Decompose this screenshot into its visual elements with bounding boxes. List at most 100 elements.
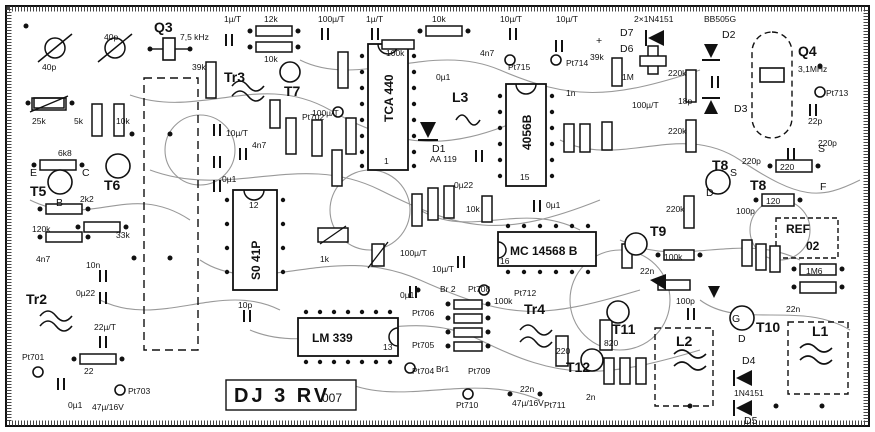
label-pt711: Pt711 (544, 400, 566, 410)
label-r120: 120 (766, 196, 780, 206)
ic-4056b-label: 4056B (520, 114, 534, 150)
label-c10u-d: 10µ/T (432, 264, 454, 274)
label-d1: D1 (432, 143, 446, 155)
label-l1: L1 (812, 323, 829, 339)
label-pt714: Pt714 (566, 58, 588, 68)
label-t8-b: T8 (750, 177, 767, 193)
label-d-a: D (706, 187, 714, 199)
label-l2: L2 (676, 333, 693, 349)
label-tr2: Tr2 (26, 291, 47, 307)
label-r25k: 25k (32, 116, 46, 126)
label-r100k-b: 100k (664, 252, 683, 262)
label-c22u: 22µ/T (94, 322, 116, 332)
ic-so41p: S0 41P 12 (224, 189, 286, 291)
label-c0u1-b: 0µ1 (436, 72, 451, 82)
board-id-suffix: 007 (322, 391, 342, 405)
label-c22n-c: 22n (786, 304, 800, 314)
labels: Tr3 Tr2 Tr4 T5 T6 T7 T8 T8 T9 T10 T11 T1… (22, 14, 848, 427)
ref-label: REF (786, 222, 810, 236)
ic-lm339: LM 339 13 (297, 309, 399, 365)
ic-4056b-pin15: 15 (520, 172, 530, 182)
ic-lm339-label: LM 339 (312, 331, 353, 345)
label-d4-type: 1N4151 (734, 388, 764, 398)
label-tr4: Tr4 (524, 301, 545, 317)
label-r220k-b: 220k (668, 126, 687, 136)
label-br1: Br1 (436, 364, 450, 374)
label-c220p-a: 220p (742, 156, 761, 166)
label-c100p-b: 100p (736, 206, 755, 216)
label-r220k-c: 220k (666, 204, 685, 214)
label-plus: + (596, 35, 602, 47)
label-c10u-c: 10µ/T (226, 128, 248, 138)
label-c10p: 10p (238, 300, 252, 310)
ic-so41p-label: S0 41P (249, 241, 263, 280)
label-c40p-a: 40p (42, 62, 56, 72)
label-pt712: Pt712 (514, 288, 536, 298)
transistor-bodies (47, 61, 755, 372)
crystal-q3-label: Q3 (154, 19, 173, 35)
ref-number: 02 (806, 239, 820, 253)
ic-mc14568b-pin16: 16 (500, 256, 510, 266)
label-c10u-b: 10µ/T (556, 14, 578, 24)
label-r120k: 120k (32, 224, 51, 234)
label-c0u1-c: 0µ1 (546, 200, 561, 210)
ic-lm339-pin13: 13 (383, 342, 393, 352)
label-c2n: 2n (586, 392, 596, 402)
label-d1-type: AA 119 (430, 154, 457, 164)
label-d4: D4 (742, 355, 756, 367)
label-r10k-a: 10k (264, 54, 278, 64)
label-r100k-c: 100k (494, 296, 513, 306)
ref-module-outline (775, 217, 839, 259)
label-c4n7-b: 4n7 (252, 140, 266, 150)
label-pt713: Pt713 (826, 88, 848, 98)
label-s-b: S (818, 143, 825, 155)
label-t12: T12 (566, 359, 590, 375)
diodes (418, 30, 752, 416)
label-c4n7-c: 4n7 (36, 254, 50, 264)
label-g: G (732, 313, 740, 325)
label-c0u22-a: 0µ22 (76, 288, 95, 298)
label-r10k-b: 10k (432, 14, 446, 24)
label-tr3: Tr3 (224, 69, 245, 85)
label-r820: 820 (604, 338, 618, 348)
label-t8-a: T8 (712, 157, 729, 173)
label-d2: D2 (722, 29, 736, 41)
label-c1u-b: 1µ/T (366, 14, 383, 24)
label-r220k-a: 220k (668, 68, 687, 78)
label-c47u: 47µ/16V (92, 402, 124, 412)
label-c100u-vert: 100µ/T (632, 100, 659, 110)
crystal-q4-label: Q4 (798, 43, 817, 59)
test-point-rings (32, 54, 826, 400)
label-pt704: Pt704 (412, 366, 434, 376)
label-f: F (820, 181, 826, 193)
trimmer-capacitors (37, 33, 133, 63)
label-d7: D7 (620, 27, 634, 39)
label-c100p-a: 100p (676, 296, 695, 306)
label-c18p: 18p (678, 96, 692, 106)
label-c40p-b: 40p (104, 32, 118, 42)
potentiometers (29, 95, 389, 269)
label-t11: T11 (612, 321, 636, 337)
label-c220p-b: 220p (818, 138, 837, 148)
label-r1k: 1k (320, 254, 330, 264)
crystal-q4: Q4 3,1MHz (759, 43, 827, 83)
label-t10: T10 (756, 319, 780, 335)
ic-so41p-pin12: 12 (249, 200, 259, 210)
label-c10u-a: 10µ/T (500, 14, 522, 24)
board-id-label: DJ 3 RV (234, 385, 330, 407)
label-r1m: 1M (622, 72, 634, 82)
label-c: C (82, 167, 90, 179)
label-r22: 22 (84, 366, 94, 376)
label-r220: 220 (780, 162, 794, 172)
label-c10n: 10n (86, 260, 100, 270)
label-c0u22-b: 0µ22 (454, 180, 473, 190)
label-pt710: Pt710 (456, 400, 478, 410)
crystal-q3-freq: 7,5 kHz (180, 32, 209, 42)
label-d6: D6 (620, 43, 634, 55)
label-c47u-b: 47µ/16V (512, 398, 544, 408)
shield-area-l2 (654, 327, 714, 407)
label-c4n7-a: 4n7 (480, 48, 494, 58)
label-c100u-a: 100µ/T (318, 14, 345, 24)
